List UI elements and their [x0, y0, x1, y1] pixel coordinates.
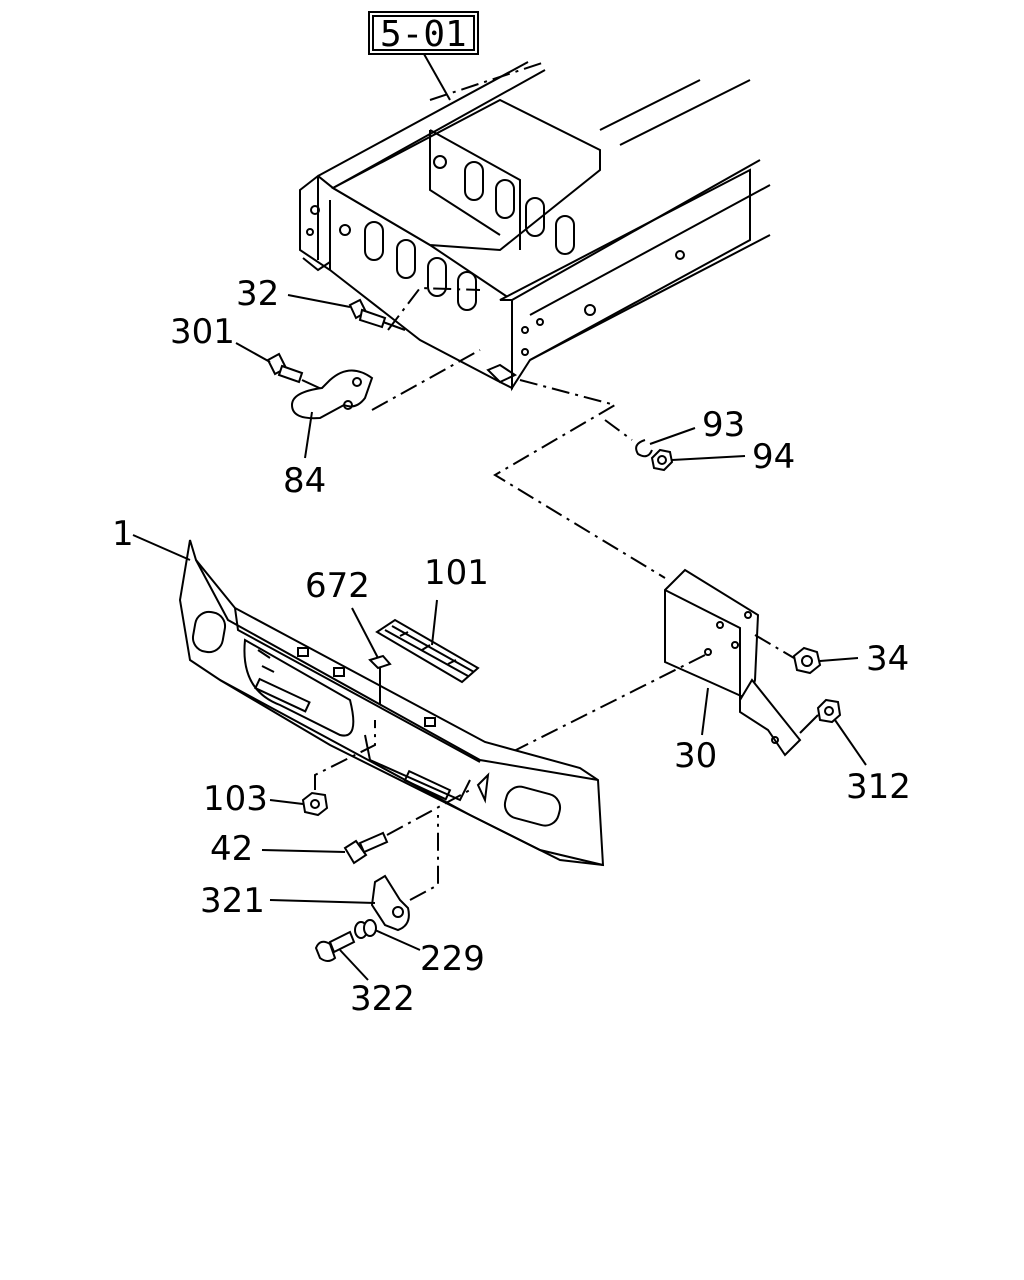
callout-84: 84: [283, 461, 326, 501]
callout-321: 321: [200, 881, 265, 921]
callout-30: 30: [674, 736, 717, 776]
step-pad-101[interactable]: 101: [375, 553, 489, 684]
nut-34[interactable]: 34: [754, 634, 909, 679]
bolt-322[interactable]: 322: [314, 930, 415, 1019]
clip-93[interactable]: 93: [635, 405, 745, 458]
nut-103[interactable]: 103: [203, 720, 376, 819]
callout-101: 101: [424, 553, 489, 593]
callout-93: 93: [702, 405, 745, 445]
callout-229: 229: [420, 939, 485, 979]
callout-322: 322: [350, 979, 415, 1019]
nut-312[interactable]: 312: [799, 698, 911, 807]
reference-label: 5-01: [380, 14, 467, 55]
nut-94[interactable]: 94: [650, 437, 795, 477]
clip-672[interactable]: 672: [305, 566, 392, 705]
bolt-32[interactable]: 32: [236, 274, 481, 331]
callout-301: 301: [170, 312, 235, 352]
callout-312: 312: [846, 767, 911, 807]
bumper-1[interactable]: 1: [112, 514, 605, 867]
callout-103: 103: [203, 779, 268, 819]
bracket-321[interactable]: 321: [200, 815, 439, 932]
bolt-301[interactable]: 301: [170, 312, 329, 393]
chassis-frame: [299, 61, 771, 392]
callout-32: 32: [236, 274, 279, 314]
callout-42: 42: [210, 829, 253, 869]
bracket-30[interactable]: 30: [511, 568, 802, 776]
bolt-42[interactable]: 42: [210, 789, 471, 869]
callout-94: 94: [752, 437, 795, 477]
callout-672: 672: [305, 566, 370, 606]
reference-box[interactable]: 5-01: [368, 11, 479, 101]
callout-1: 1: [112, 514, 134, 554]
washer-229[interactable]: 229: [354, 919, 485, 979]
callout-34: 34: [866, 639, 909, 679]
tow-hook-84[interactable]: 84: [283, 349, 481, 501]
